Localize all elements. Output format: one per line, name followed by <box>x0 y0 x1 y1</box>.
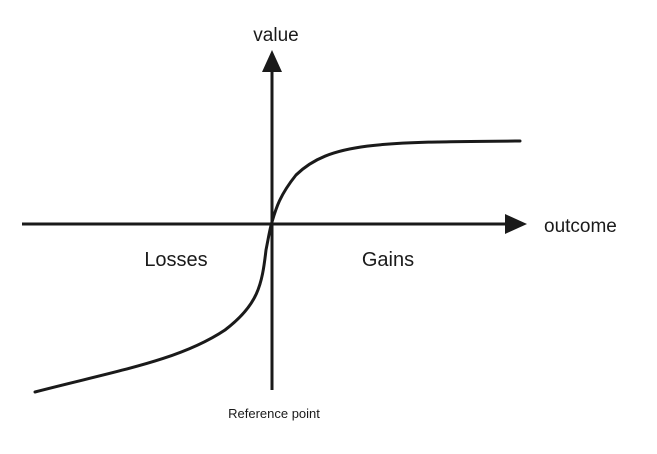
reference-point-label: Reference point <box>228 406 320 421</box>
x-axis-label: outcome <box>544 216 617 237</box>
y-axis-arrowhead <box>262 50 282 72</box>
y-axis-label: value <box>253 25 298 46</box>
losses-label: Losses <box>144 249 207 271</box>
value-curve <box>33 139 522 394</box>
gains-label: Gains <box>362 249 414 271</box>
x-axis-arrowhead <box>505 214 527 234</box>
